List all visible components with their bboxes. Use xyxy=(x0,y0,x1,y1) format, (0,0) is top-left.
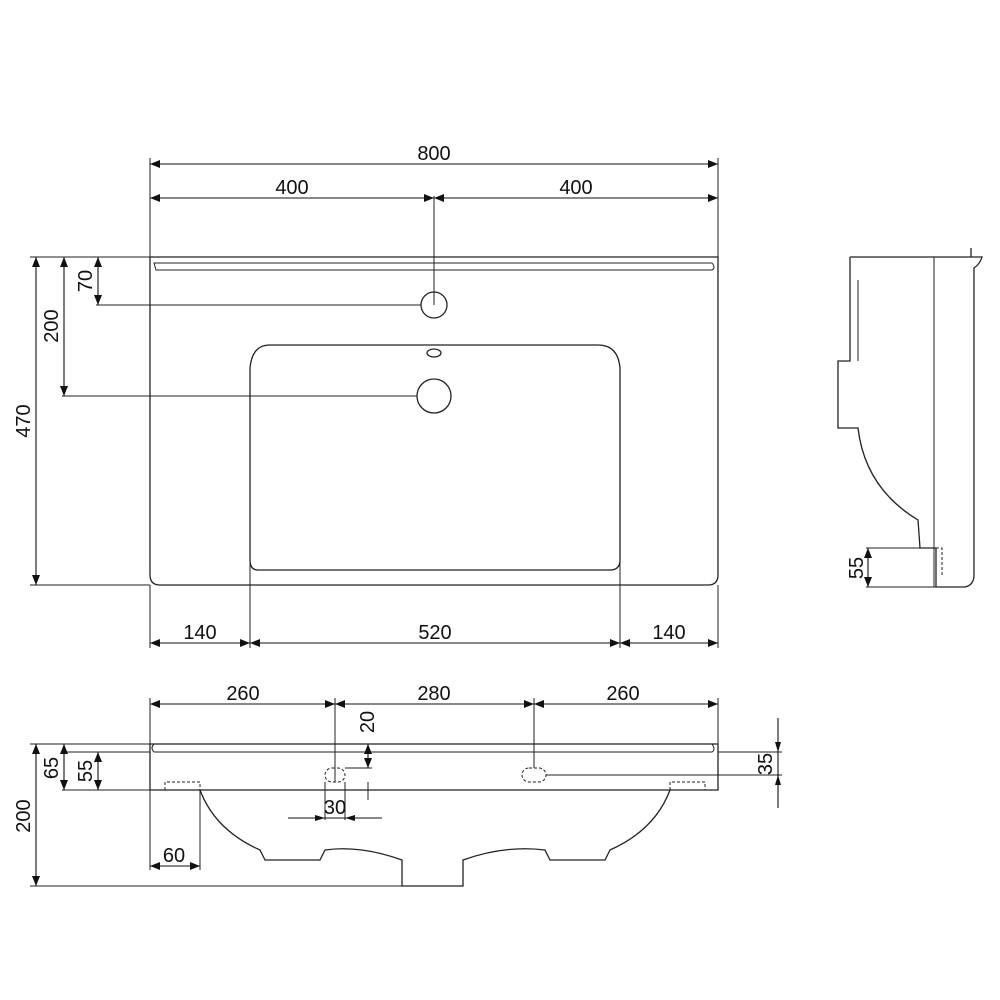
front-slab xyxy=(149,743,719,791)
label-overall-width: 800 xyxy=(417,143,450,165)
bowl-outline xyxy=(249,344,621,571)
label-right-margin: 140 xyxy=(652,622,685,644)
label-left-margin: 140 xyxy=(183,622,216,644)
label-drain-offset: 200 xyxy=(41,309,63,342)
side-view: 55 xyxy=(837,248,983,588)
dim-30-arrows xyxy=(315,815,355,821)
label-hole-height: 35 xyxy=(755,753,777,775)
label-left-half: 400 xyxy=(275,177,308,199)
label-left-span: 260 xyxy=(226,683,259,705)
dim-35-arrows xyxy=(775,742,781,785)
front-rim-line xyxy=(151,743,715,753)
label-right-span: 260 xyxy=(606,683,639,705)
top-view: 800 400 400 470 200 70 140 520 140 xyxy=(13,143,719,648)
basin-outline-top xyxy=(149,256,719,586)
label-rim-inner-height: 55 xyxy=(75,760,97,782)
label-foot-height: 55 xyxy=(846,557,868,579)
front-bowl-body xyxy=(199,789,671,887)
label-center-span: 280 xyxy=(417,683,450,705)
side-outline xyxy=(837,248,983,588)
foot-right-dash xyxy=(669,781,706,790)
label-bowl-width: 520 xyxy=(418,622,451,644)
label-rim-height: 65 xyxy=(41,757,63,779)
label-overflow-height: 20 xyxy=(357,711,379,733)
label-faucet-offset: 70 xyxy=(75,270,97,292)
overflow-hole xyxy=(426,348,442,358)
side-foot-dash xyxy=(936,547,943,575)
label-right-half: 400 xyxy=(559,177,592,199)
foot-left-dash xyxy=(164,781,201,790)
drain-hole xyxy=(416,378,452,414)
label-hole-width: 30 xyxy=(324,797,346,819)
rim-line xyxy=(153,262,715,271)
label-overall-depth: 470 xyxy=(13,404,35,437)
front-view: 260 280 260 20 30 35 200 65 55 xyxy=(13,683,782,887)
front-hole-right xyxy=(521,767,547,783)
label-total-height: 200 xyxy=(13,799,35,832)
label-foot-depth: 60 xyxy=(163,845,185,867)
